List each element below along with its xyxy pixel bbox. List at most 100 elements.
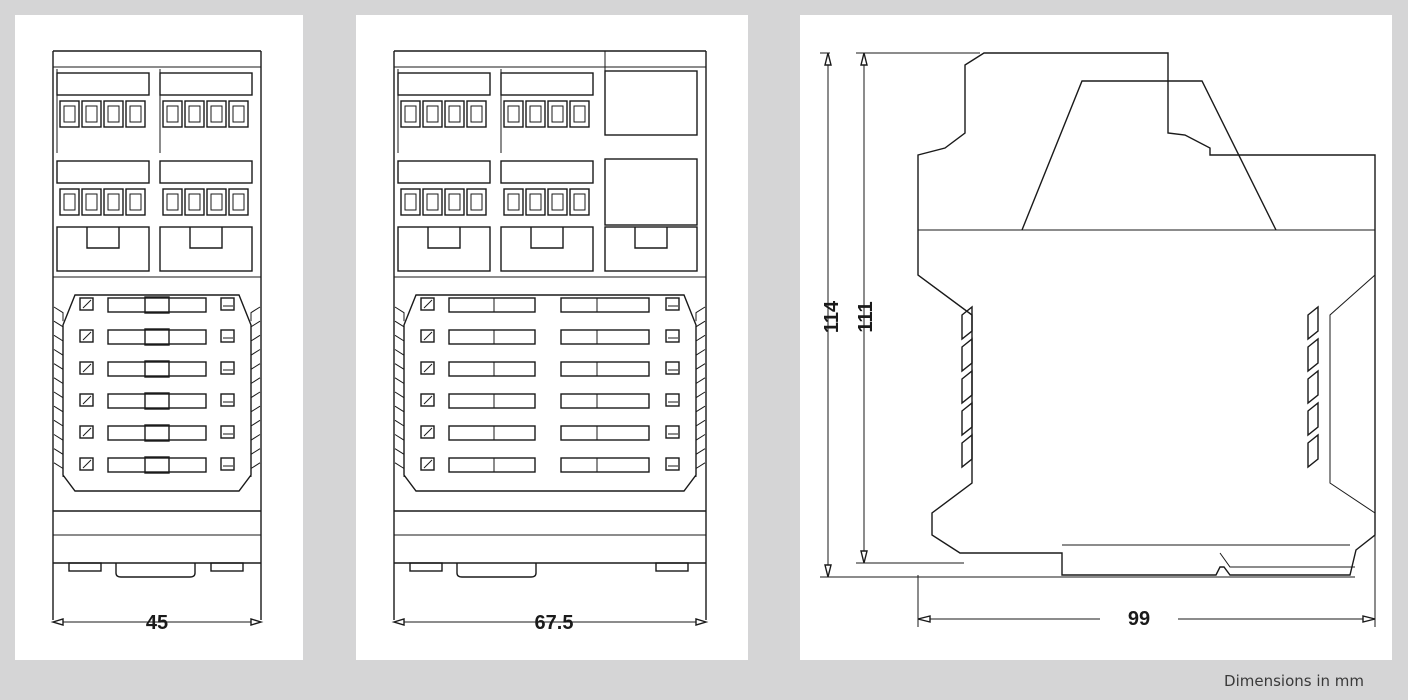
dimension-arrow bbox=[860, 52, 868, 66]
front-view-45-panel: 45 bbox=[15, 15, 303, 660]
terminal-screw-slot bbox=[573, 193, 586, 211]
terminal-screw bbox=[162, 188, 183, 216]
terminal-screw bbox=[81, 100, 102, 128]
label-field bbox=[107, 425, 207, 441]
vent-slot bbox=[250, 462, 261, 477]
vent-slot bbox=[53, 419, 64, 435]
terminal-screw-slot bbox=[426, 105, 439, 123]
terminal-screw bbox=[444, 188, 465, 216]
terminal-screw-slot bbox=[448, 193, 461, 211]
terminal-screw bbox=[125, 188, 146, 216]
side-vent bbox=[1307, 369, 1319, 405]
terminal-screw bbox=[81, 188, 102, 216]
vent-slot bbox=[250, 391, 261, 407]
vent-slot bbox=[695, 434, 706, 449]
vent-slot bbox=[53, 448, 64, 463]
led-indicator bbox=[420, 361, 435, 375]
terminal-block-cap bbox=[500, 160, 594, 184]
terminal-screw bbox=[444, 100, 465, 128]
terminal-screw-slot bbox=[470, 105, 483, 123]
led-indicator bbox=[420, 393, 435, 407]
led-indicator bbox=[420, 425, 435, 439]
rail-line bbox=[1219, 552, 1355, 568]
terminal-block-cap bbox=[500, 72, 594, 96]
side-vent bbox=[1307, 401, 1319, 437]
led-indicator bbox=[220, 425, 235, 439]
terminal-screw bbox=[422, 188, 443, 216]
led-indicator bbox=[665, 457, 680, 471]
label-field bbox=[107, 297, 207, 313]
terminal-screw bbox=[400, 188, 421, 216]
vent-slot bbox=[695, 391, 706, 407]
vent-slot bbox=[250, 349, 261, 364]
vent-slot bbox=[394, 448, 405, 463]
led-indicator-mark bbox=[423, 299, 433, 309]
terminal-screw-slot bbox=[107, 105, 120, 123]
vent-slot bbox=[53, 462, 64, 477]
terminal-screw-slot bbox=[166, 193, 179, 211]
vent-slot bbox=[53, 320, 64, 336]
vent-slot bbox=[394, 363, 405, 378]
terminal-screw-slot bbox=[529, 105, 542, 123]
led-indicator bbox=[420, 329, 435, 343]
front-view-67-5-panel: 67.5 bbox=[356, 15, 748, 660]
dimension-arrow bbox=[695, 618, 709, 626]
terminal-block-cap bbox=[159, 72, 253, 96]
terminal-block-cap bbox=[56, 72, 150, 96]
led-indicator-mark bbox=[82, 427, 92, 437]
vent-slot bbox=[394, 391, 405, 407]
slot-latch bbox=[189, 227, 223, 249]
led-indicator bbox=[665, 329, 680, 343]
led-indicator bbox=[220, 457, 235, 471]
vent-slot bbox=[695, 349, 706, 364]
side-view-panel: 99 114 111 bbox=[800, 15, 1392, 660]
terminal-screw bbox=[103, 100, 124, 128]
vent-slot bbox=[250, 434, 261, 449]
vent-slot bbox=[53, 391, 64, 407]
side-vent bbox=[961, 401, 973, 437]
label-field bbox=[560, 457, 650, 473]
front-view-67-5-drawing: 67.5 bbox=[391, 50, 709, 634]
led-indicator bbox=[665, 425, 680, 439]
side-vent bbox=[1307, 305, 1319, 341]
label-field bbox=[448, 425, 536, 441]
vent-slot bbox=[250, 306, 261, 322]
vent-slot bbox=[695, 448, 706, 463]
terminal-block-cap bbox=[56, 160, 150, 184]
led-indicator bbox=[79, 393, 94, 407]
led-indicator bbox=[79, 329, 94, 343]
vent-slot bbox=[250, 405, 261, 421]
label-field bbox=[448, 457, 536, 473]
terminal-screw bbox=[503, 100, 524, 128]
terminal-screw-slot bbox=[507, 193, 520, 211]
terminal-base-slot bbox=[500, 226, 594, 272]
label-field-tab bbox=[144, 360, 170, 378]
terminal-screw bbox=[59, 100, 80, 128]
terminal-block-cap bbox=[159, 160, 253, 184]
housing-outline bbox=[391, 50, 709, 626]
dimension-arrow bbox=[391, 618, 405, 626]
terminal-screw-slot bbox=[448, 105, 461, 123]
vent-slot bbox=[394, 419, 405, 435]
led-indicator-mark bbox=[82, 395, 92, 405]
terminal-screw bbox=[547, 188, 568, 216]
terminal-base-slot bbox=[159, 226, 253, 272]
label-field-tab bbox=[144, 328, 170, 346]
depth-dimension-label: 99 bbox=[1128, 608, 1150, 630]
vent-slot bbox=[695, 377, 706, 392]
terminal-screw bbox=[206, 100, 227, 128]
side-vent bbox=[1307, 337, 1319, 373]
led-indicator bbox=[220, 297, 235, 311]
terminal-screw bbox=[59, 188, 80, 216]
terminal-screw bbox=[547, 100, 568, 128]
led-indicator-mark bbox=[423, 331, 433, 341]
terminal-screw-slot bbox=[85, 193, 98, 211]
led-indicator bbox=[79, 361, 94, 375]
vent-slot bbox=[250, 419, 261, 435]
led-indicator-mark bbox=[82, 299, 92, 309]
vent-slot bbox=[695, 363, 706, 378]
side-vent bbox=[961, 369, 973, 405]
terminal-screw bbox=[184, 188, 205, 216]
terminal-screw bbox=[228, 100, 249, 128]
vent-slot bbox=[250, 320, 261, 336]
